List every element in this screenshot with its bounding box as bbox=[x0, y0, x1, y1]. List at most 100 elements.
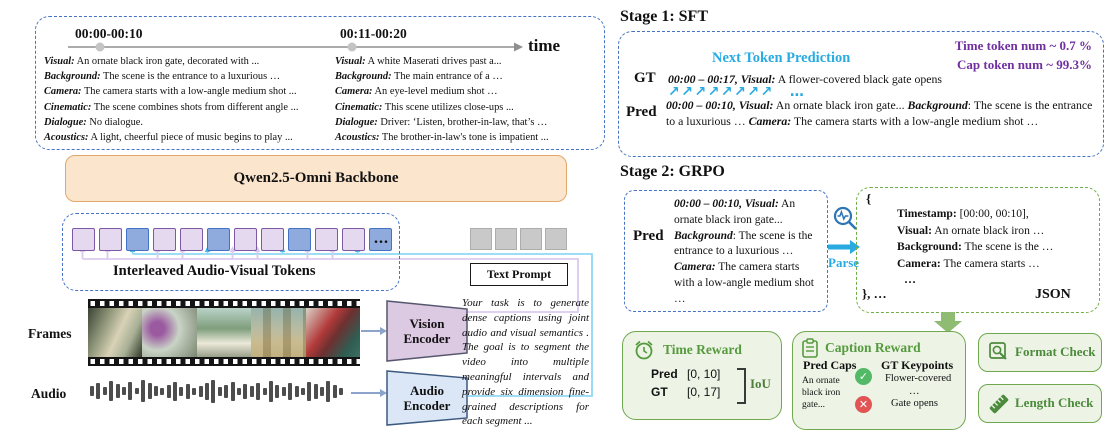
film-sprocket-bottom bbox=[88, 357, 360, 366]
json-row: Timestamp: [00:00, 00:10], bbox=[897, 207, 1029, 220]
cap-token-stat: Cap token num ~ 99.3% bbox=[957, 57, 1092, 72]
caption-line: Acoustics: A light, cheerful piece of mu… bbox=[44, 132, 293, 144]
parse-arrow-icon bbox=[828, 240, 860, 254]
token-stats: Time token num ~ 0.7 % Cap token num ~ 9… bbox=[880, 36, 1092, 74]
visual-token bbox=[315, 228, 338, 251]
clipboard-icon bbox=[801, 338, 819, 358]
audio-token bbox=[369, 228, 392, 251]
json-rows: Timestamp: [00:00, 00:10], Visual: An or… bbox=[897, 206, 1053, 272]
json-row: Background: The scene is the … bbox=[897, 240, 1054, 253]
waveform-bar bbox=[102, 387, 107, 395]
audio-label: Audio bbox=[31, 386, 67, 401]
json-row: Camera: The camera starts … bbox=[897, 256, 1040, 270]
ruler-icon bbox=[987, 392, 1011, 416]
next-token-arrows: ↗↗↗↗↗↗↗↗… bbox=[668, 84, 804, 100]
waveform-bar bbox=[268, 380, 273, 402]
waveform-bar bbox=[160, 387, 165, 395]
json-box bbox=[856, 187, 1100, 313]
interleaved-token-row bbox=[72, 228, 392, 251]
down-arrow-icon bbox=[934, 312, 962, 333]
waveform-bar bbox=[236, 387, 241, 395]
gray-token bbox=[495, 228, 517, 250]
audio-token bbox=[207, 228, 230, 251]
waveform-bar bbox=[166, 384, 171, 398]
length-check-box: Length Check bbox=[978, 384, 1102, 423]
stage2-title: Stage 2: GRPO bbox=[620, 163, 725, 180]
waveform-bar bbox=[192, 387, 197, 395]
frame-street-car bbox=[196, 308, 252, 357]
gray-token bbox=[545, 228, 567, 250]
caption-line: Cinematic: This scene utilizes close-ups… bbox=[335, 101, 514, 113]
waveform-bar bbox=[109, 381, 114, 401]
pred-label-stage2: Pred bbox=[633, 228, 664, 244]
next-token-prediction-label: Next Token Prediction bbox=[712, 50, 851, 66]
caption-line: Background: The main entrance of a … bbox=[335, 71, 503, 83]
visual-token bbox=[72, 228, 95, 251]
keypoint-ellipsis: … bbox=[909, 386, 920, 397]
waveform-bar bbox=[128, 382, 133, 400]
film-strip bbox=[88, 299, 361, 366]
film-sprocket-top bbox=[88, 299, 360, 308]
format-check-label: Format Check bbox=[1015, 344, 1096, 359]
interleaved-tokens-box bbox=[62, 213, 400, 291]
json-row: Visual: An ornate black iron … bbox=[897, 223, 1045, 237]
text-prompt-box: Text Prompt bbox=[470, 263, 568, 286]
waveform-bar bbox=[90, 386, 94, 396]
time-axis-label: time bbox=[528, 36, 561, 55]
visual-token bbox=[99, 228, 122, 251]
json-tag: JSON bbox=[1035, 287, 1071, 302]
gt-line: 00:00 – 00:17, Visual: A flower-covered … bbox=[668, 72, 942, 86]
waveform-bar bbox=[281, 386, 286, 396]
waveform-bar bbox=[332, 384, 337, 398]
gt-label: GT bbox=[634, 70, 656, 86]
gray-token bbox=[520, 228, 542, 250]
waveform-bar bbox=[300, 387, 305, 395]
keypoint-top: Flower-covered bbox=[885, 373, 952, 384]
json-ellipsis: … bbox=[904, 272, 916, 286]
waveform-bar bbox=[288, 382, 293, 400]
waveform-bar bbox=[230, 381, 235, 401]
gt-interval-row: GT[0, 17] bbox=[651, 385, 721, 399]
format-check-icon bbox=[989, 342, 1009, 362]
clock-icon bbox=[633, 339, 655, 361]
caption-line: Camera: An eye-level medium shot … bbox=[335, 86, 498, 98]
waveform-bar bbox=[307, 381, 312, 401]
json-open-brace: { bbox=[866, 191, 872, 206]
waveform-bar bbox=[205, 382, 210, 400]
waveform-bar bbox=[243, 383, 248, 399]
caption-line: Dialogue: No dialogue. bbox=[44, 116, 143, 128]
pred-caption-snippet: An ornate black iron gate... bbox=[802, 376, 841, 410]
time-reward-title: Time Reward bbox=[663, 342, 742, 357]
caption-line: Dialogue: Driver: ‘Listen, brother-in-la… bbox=[335, 116, 548, 128]
stage1-title: Stage 1: SFT bbox=[620, 8, 708, 25]
pred-label-stage1: Pred bbox=[626, 104, 657, 120]
segment2-header: 00:11-00:20 bbox=[340, 26, 407, 41]
iou-bracket bbox=[737, 368, 746, 404]
audio-token bbox=[288, 228, 311, 251]
waveform-bar bbox=[256, 382, 261, 400]
waveform-bar bbox=[179, 386, 184, 396]
waveform-bar bbox=[313, 383, 318, 399]
waveform-bar bbox=[173, 381, 178, 401]
gt-timestamp: 00:00 – 00:17, Visual: bbox=[668, 72, 776, 86]
waveform-bar bbox=[320, 386, 325, 396]
parse-label: Parse bbox=[828, 255, 860, 270]
waveform-bar bbox=[115, 384, 120, 398]
frames-label: Frames bbox=[28, 326, 72, 341]
waveform-bar bbox=[147, 383, 152, 399]
gt-keypoints-header: GT Keypoints bbox=[881, 358, 954, 372]
waveform-bar bbox=[262, 387, 267, 395]
token-ellipsis: ... bbox=[374, 230, 389, 247]
backbone-box: Qwen2.5-Omni Backbone bbox=[65, 155, 567, 202]
waveform-bar bbox=[141, 380, 146, 402]
frame-gate bbox=[88, 308, 143, 357]
audio-waveform bbox=[90, 377, 348, 405]
caption-line: Camera: The camera starts with a low-ang… bbox=[44, 86, 297, 98]
parse-icon bbox=[832, 205, 860, 233]
audio-encoder: Audio Encoder bbox=[386, 370, 468, 426]
waveform-bar bbox=[96, 383, 101, 399]
waveform-bar bbox=[224, 384, 229, 398]
waveform-bar bbox=[121, 387, 126, 395]
waveform-bar bbox=[185, 383, 190, 399]
waveform-bar bbox=[198, 385, 203, 397]
